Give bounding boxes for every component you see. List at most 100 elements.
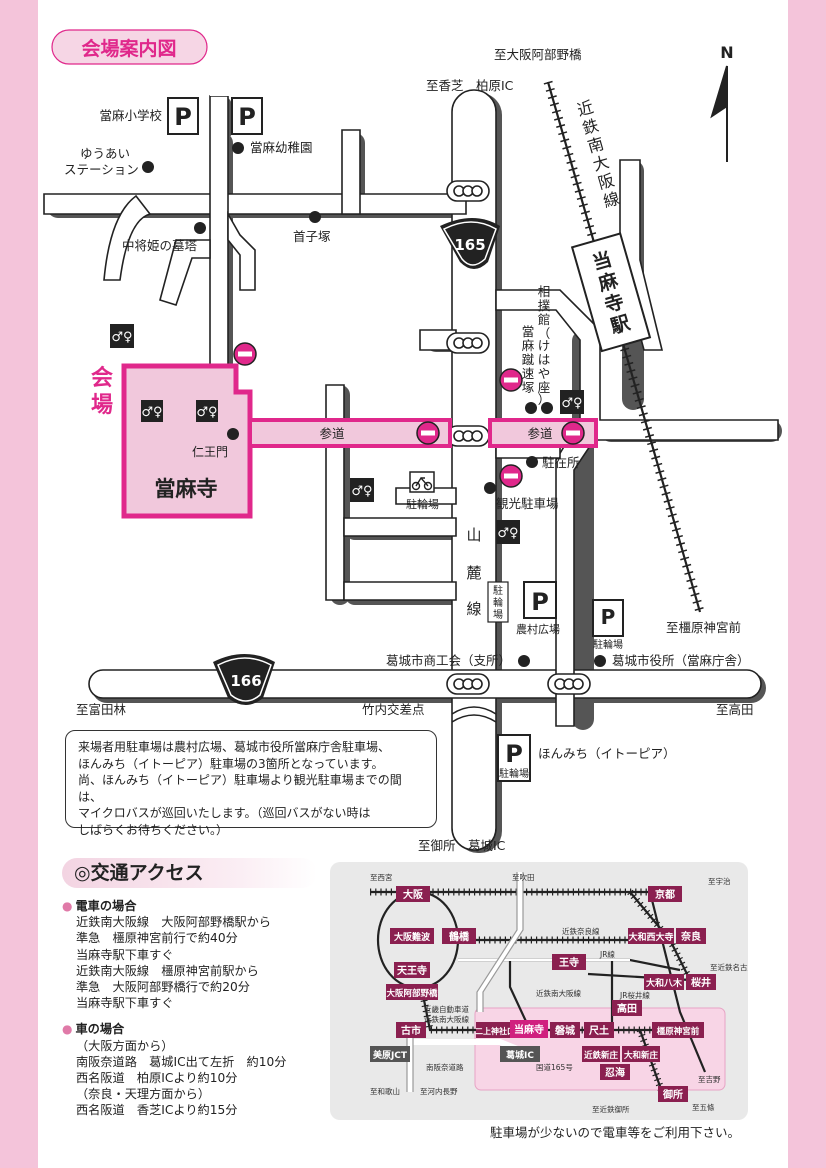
sando-label-right: 参道 <box>527 426 553 441</box>
temple-name: 當麻寺 <box>155 477 218 501</box>
svg-text:P: P <box>238 103 256 131</box>
st-gose: 御所 <box>662 1088 683 1101</box>
train-line: 準急 橿原神宮前行で約40分 <box>76 931 238 946</box>
st-mibara-jct: 美原JCT <box>373 1049 408 1061</box>
train-line: 当麻寺駅下車すぐ <box>76 996 174 1011</box>
car-line: 南阪奈道路 葛城IC出て左折 約10分 <box>76 1054 287 1069</box>
lbl-minami-hanna: 南阪奈道路 <box>426 1062 464 1072</box>
access-title: ◎交通アクセス <box>62 858 317 888</box>
st-shakudo: 尺土 <box>589 1024 609 1037</box>
st-yamato-yagi: 大和八木 <box>646 977 683 989</box>
car-line: 西名阪道 柏原ICより約10分 <box>76 1071 238 1086</box>
svg-text:近鉄南大阪線: 近鉄南大阪線 <box>575 97 622 211</box>
railway-name: 近鉄南大阪線 <box>575 97 622 211</box>
niomon-label: 仁王門 <box>192 445 228 459</box>
lbl-to-uji: 至宇治 <box>708 876 731 886</box>
st-nara: 奈良 <box>680 930 701 943</box>
st-oshimi: 忍海 <box>605 1066 625 1079</box>
lbl-minami-osaka: 近鉄南大阪線 <box>536 988 581 998</box>
svg-text:P: P <box>531 588 549 616</box>
st-abenobashi: 大阪阿部野橋 <box>386 988 438 999</box>
svg-text:♂♀: ♂♀ <box>561 396 582 411</box>
dest-right-mid: 至橿原神宮前 <box>666 620 741 635</box>
note-line-3: 尚、ほんみち（イトーピア）駐車場より観光駐車場までの間は、 <box>78 773 402 804</box>
st-tennoji: 天王寺 <box>397 964 427 977</box>
train-line: 近鉄南大阪線 橿原神宮前駅から <box>76 963 259 978</box>
st-kintetsu-shinjo: 近鉄新庄 <box>584 1050 619 1061</box>
st-nijo: 二上神社口 <box>475 1026 515 1036</box>
temple-venue: 當麻寺 仁王門 <box>121 363 253 519</box>
bicycle-parking-label-3: 駐輪場 <box>499 767 529 780</box>
route-165-shield: 165 <box>440 218 500 269</box>
label-chujo: 中将姫の墓塔 <box>122 238 198 253</box>
venue-map: 会場案内図 N <box>43 29 782 853</box>
label-shiyakusho: 葛城市役所（當麻庁舎） <box>612 653 750 668</box>
train-line: 当麻寺駅下車すぐ <box>76 947 174 962</box>
car-line: 西名阪道 香芝ICより約15分 <box>76 1103 238 1118</box>
svg-text:♂♀: ♂♀ <box>141 405 162 420</box>
st-tsuruhashi: 鶴橋 <box>449 930 470 943</box>
parking-note: 来場者用駐車場は農村広場、葛城市役所當麻庁舎駐車場、 ほんみち（イトーピア）駐車… <box>65 730 437 837</box>
rail-map: 大阪 京都 大阪難波 鶴橋 大和西大寺 奈良 天王寺 王寺 大和八木 桜井 大阪… <box>370 872 748 1114</box>
bullet-icon: ● <box>62 1022 73 1037</box>
train-section: ●電車の場合 近鉄南大阪線 大阪阿部野橋駅から 準急 橿原神宮前行で約40分 当… <box>62 898 330 1011</box>
label-yuai-station: ステーション <box>64 162 139 177</box>
bicycle-parking-vertical: 駐輪場 <box>487 581 509 623</box>
st-oji: 王寺 <box>559 956 579 969</box>
dest-bottom: 至御所 葛城IC <box>418 838 506 853</box>
bicycle-parking-label-4: 駐輪場 <box>593 638 623 651</box>
note-line-4: マイクロバスが巡回いたします。（巡回バスがない時は <box>78 806 371 820</box>
st-takada: 高田 <box>617 1002 637 1015</box>
lbl-minami-osaka2: 近鉄南大阪線 <box>424 1014 469 1024</box>
lbl-to-wakayama: 至和歌山 <box>370 1086 400 1096</box>
dest-top-right: 至大阪阿部野橋 <box>494 47 582 62</box>
left-pink-border <box>0 0 38 1168</box>
label-sumo: 相撲館（けはや座） <box>538 284 551 407</box>
note-line-2: ほんみち（イトーピア）駐車場の3箇所となっています。 <box>78 756 384 771</box>
venue-label: 会場 <box>91 365 113 418</box>
map-title: 会場案内図 <box>81 37 176 60</box>
train-line: 準急 大阪阿部野橋行で約20分 <box>76 980 250 995</box>
car-section: ●車の場合 （大阪方面から） 南阪奈道路 葛城IC出て左折 約10分 西名阪道 … <box>62 1021 330 1118</box>
lbl-to-kintetsu-gose: 至近鉄御所 <box>592 1104 630 1114</box>
svg-text:P: P <box>601 605 616 629</box>
lbl-to-kawachinagano: 至河内長野 <box>420 1086 458 1096</box>
svg-text:♂♀: ♂♀ <box>351 484 372 499</box>
note-line-5: しばらくお待ちください。） <box>78 822 229 837</box>
svg-text:♂♀: ♂♀ <box>111 330 132 345</box>
label-kindergarten: 當麻幼稚園 <box>250 140 313 155</box>
bullet-icon: ● <box>62 899 73 913</box>
label-kanko-parking: 観光駐車場 <box>496 496 559 511</box>
svg-text:P: P <box>505 740 523 768</box>
st-yamato-shinjo: 大和新庄 <box>624 1050 659 1061</box>
train-heading: 電車の場合 <box>75 899 137 913</box>
st-katsuragi-ic: 葛城IC <box>505 1049 534 1061</box>
right-pink-border <box>788 0 826 1168</box>
car-line: （大阪方面から） <box>76 1038 174 1053</box>
label-sanroku: 山麓線 <box>466 526 481 618</box>
lbl-to-nishinomiya: 至西宮 <box>370 872 393 882</box>
sando-label-left: 参道 <box>319 426 345 441</box>
label-chuzaisho: 駐在所 <box>542 455 580 470</box>
label-kehaya: 當麻蹴速塚 <box>522 324 535 395</box>
toilet-icon: ♂♀ ♂♀ ♂♀ ♂♀ ♂♀ ♂♀ <box>110 324 584 544</box>
railway-line <box>543 80 705 614</box>
bicycle-icon <box>409 471 435 493</box>
footer-note: 駐車場が少ないので電車等をご利用下さい。 <box>490 1125 741 1140</box>
label-yuai: ゆうあい <box>80 146 130 161</box>
st-taimadera: 当麻寺 <box>514 1023 544 1036</box>
dest-left: 至富田林 <box>76 702 127 717</box>
svg-text:♂♀: ♂♀ <box>497 526 518 541</box>
st-osaka-namba: 大阪難波 <box>394 931 431 943</box>
lbl-jr: JR線 <box>599 949 615 959</box>
no-entry-icon <box>233 342 585 488</box>
route-166-shield: 166 <box>213 654 275 705</box>
lbl-route165: 国道165号 <box>536 1062 573 1072</box>
map-title-badge: 会場案内図 <box>51 29 208 65</box>
parking-icon: P P P P P <box>167 97 624 782</box>
car-line: （奈良・天理方面から） <box>76 1087 211 1102</box>
st-furuichi: 古市 <box>401 1024 421 1037</box>
route-166-number: 166 <box>230 672 261 690</box>
lbl-to-nagoya: 至近鉄名古屋 <box>710 962 748 972</box>
label-takeuchi: 竹内交差点 <box>362 702 425 717</box>
